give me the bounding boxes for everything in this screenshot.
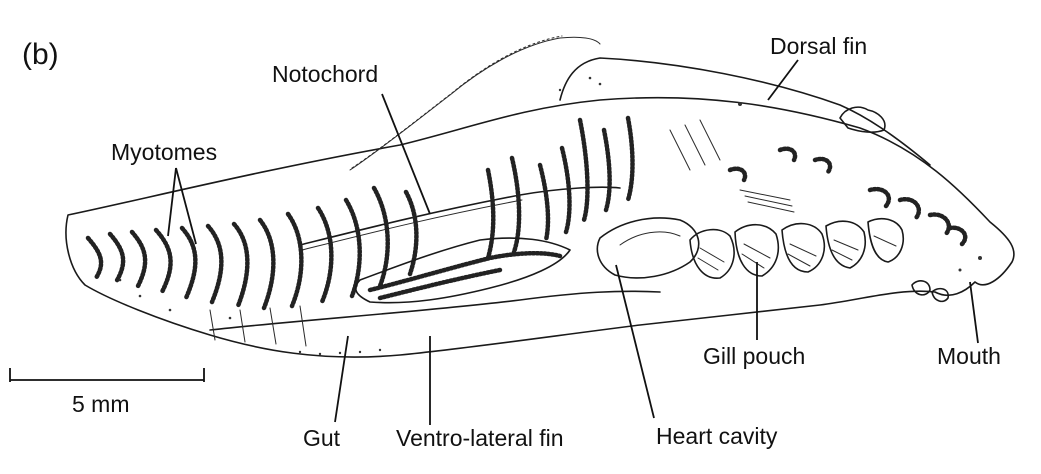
label-gut: Gut — [303, 425, 341, 451]
notochord-line — [299, 186, 621, 246]
dorsal-crest-hatch — [351, 35, 563, 169]
heart-cavity-inner — [619, 231, 681, 246]
myotome-group — [85, 115, 635, 311]
body-outline — [65, 96, 1015, 358]
label-gill-pouch: Gill pouch — [703, 343, 805, 369]
ventral-fin-inner-line — [209, 290, 661, 331]
heart-cavity-outline — [596, 217, 700, 279]
gut-stipple-2 — [377, 267, 503, 301]
mouth-loop-2 — [931, 287, 949, 303]
trunk-hatching — [209, 119, 795, 347]
gut-stipple — [367, 250, 563, 293]
gill-pouch-group — [689, 217, 904, 279]
dorsal-fin-outline — [559, 57, 931, 166]
label-mouth: Mouth — [937, 343, 1001, 369]
panel-label: (b) — [22, 38, 59, 71]
label-dorsal-fin: Dorsal fin — [770, 33, 867, 59]
dot-pattern — [118, 76, 982, 356]
head-stipple-group — [727, 146, 968, 247]
mouth-loop-1 — [911, 280, 931, 296]
notochord-line-2 — [301, 199, 523, 251]
scale-bar — [9, 368, 205, 382]
label-myotomes: Myotomes — [111, 139, 217, 165]
label-ventro-lateral-fin: Ventro-lateral fin — [396, 425, 563, 451]
label-heart-cavity: Heart cavity — [656, 423, 778, 449]
scale-bar-label: 5 mm — [72, 391, 130, 417]
label-notochord: Notochord — [272, 61, 378, 87]
leader-lines — [167, 59, 979, 425]
dorsal-nodule — [839, 106, 886, 133]
gut-region — [354, 237, 571, 304]
